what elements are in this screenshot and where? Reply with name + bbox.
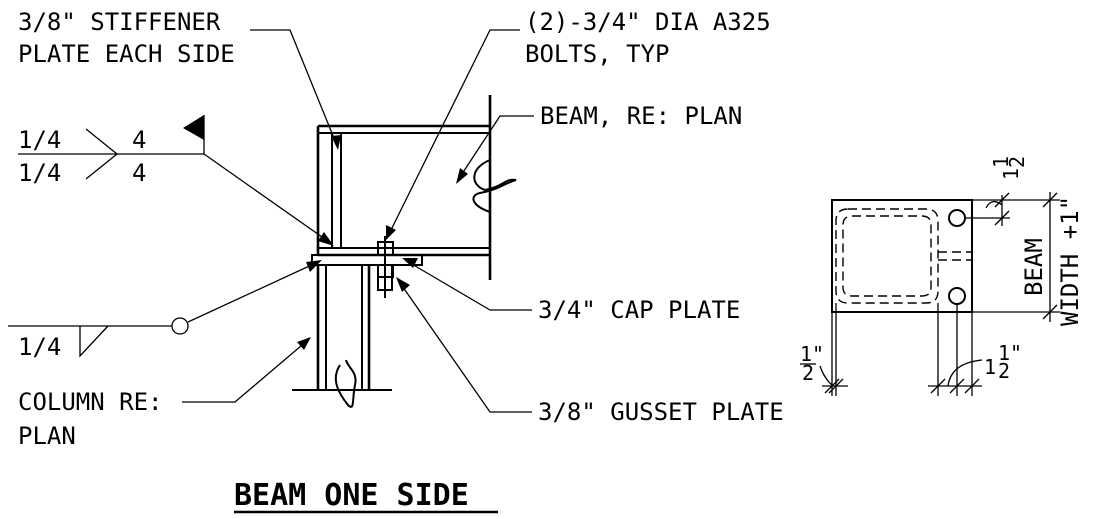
fillet-weld-both-sides xyxy=(85,128,119,180)
dim-tick-bottom xyxy=(1042,304,1058,320)
cap-plate-leader xyxy=(404,259,532,311)
dim-leader-left xyxy=(819,365,834,387)
stiffener-label-line1: 3/8" STIFFENER xyxy=(18,8,221,36)
dim-tick-edge-a xyxy=(994,192,1010,208)
weld-arrow-line-bottom xyxy=(187,261,319,323)
cap-plate-outline xyxy=(831,199,973,313)
weld-arrow-head-bottom xyxy=(306,260,322,272)
dim-tick-bottom-a xyxy=(930,378,946,394)
dim-tick-edge-b xyxy=(994,210,1010,226)
svg-text:1: 1 xyxy=(989,156,1013,168)
stiffener-leader xyxy=(250,29,339,149)
stiffener-label-line2: PLATE EACH SIDE xyxy=(18,40,235,68)
bolts-leader xyxy=(387,29,520,237)
column-leader xyxy=(182,339,309,403)
bolt-hole-upper xyxy=(948,209,966,227)
dim-leader-bottom xyxy=(947,359,983,387)
weld-size-lower: 1/4 xyxy=(18,159,61,187)
dim-tick-left-a xyxy=(824,378,840,394)
field-weld-flag-icon xyxy=(183,115,204,140)
column-break-symbol xyxy=(334,359,357,408)
callouts: 3/8" STIFFENER PLATE EACH SIDE (2)-3/4" … xyxy=(18,8,784,450)
beam-leader-arrow xyxy=(456,168,468,184)
cap-plate-plan-view xyxy=(819,192,1060,396)
weld-size-bottom: 1/4 xyxy=(18,333,61,361)
bolts-label-line1: (2)-3/4" DIA A325 xyxy=(525,8,771,36)
dim-bottom-denominator: 2 xyxy=(998,359,1010,383)
dim-tick-top xyxy=(1042,192,1058,208)
weld-length-lower: 4 xyxy=(132,159,146,187)
bolt-hole-lower xyxy=(948,287,966,305)
column-leader-arrow xyxy=(297,337,311,350)
dim-bottom-whole: 1 xyxy=(984,355,996,379)
gusset-plate-leader-arrow xyxy=(396,277,410,292)
dim-beam-width-line2: WIDTH +1" xyxy=(1056,196,1084,326)
svg-text:2: 2 xyxy=(1005,156,1029,168)
svg-text:1: 1 xyxy=(999,168,1023,180)
dim-beam-width-line1: BEAM xyxy=(1020,238,1048,296)
stiffener-leader-arrow xyxy=(331,135,341,150)
dim-tick-bottom-b xyxy=(949,378,965,394)
dim-edge-top-text: 1 1 2 xyxy=(989,156,1029,180)
beam-label: BEAM, RE: PLAN xyxy=(540,102,742,130)
dim-leader-edge-top xyxy=(985,200,1003,209)
cap-plate-label: 3/4" CAP PLATE xyxy=(538,296,740,324)
column-label-line1: COLUMN RE: xyxy=(18,388,163,416)
column-label-line2: PLAN xyxy=(18,422,76,450)
weld-symbol-bottom xyxy=(8,260,322,358)
bolts-leader-arrow xyxy=(386,225,396,240)
dim-bottom-numerator: 1" xyxy=(998,341,1022,365)
beam-leader xyxy=(457,115,534,181)
cap-plate xyxy=(311,254,423,266)
weld-arrow-head-top xyxy=(318,232,334,246)
weld-all-around-icon xyxy=(171,317,189,335)
weld-arrow-line-top xyxy=(203,153,333,245)
dim-tick-left-b xyxy=(828,378,844,394)
dim-tick-bottom-c xyxy=(964,378,980,394)
gusset-plate-label: 3/8" GUSSET PLATE xyxy=(538,398,784,426)
cap-plate-leader-arrow xyxy=(402,258,418,268)
detail-title: BEAM ONE SIDE xyxy=(234,478,498,514)
dim-left-numerator: 1" xyxy=(800,342,824,366)
column-outline-hidden-outer xyxy=(835,208,939,304)
dimension-texts: 1 1 2 BEAM WIDTH +1" 1" 2 1 1" 2 xyxy=(800,156,1084,385)
beam-column-section xyxy=(292,95,517,408)
detail-title-text: BEAM ONE SIDE xyxy=(234,478,469,513)
bolts-label-line2: BOLTS, TYP xyxy=(525,40,670,68)
weld-length-upper: 4 xyxy=(132,126,146,154)
weld-size-upper: 1/4 xyxy=(18,126,61,154)
dim-left-denominator: 2 xyxy=(802,361,814,385)
leaders xyxy=(182,29,534,413)
column-outline-hidden-inner xyxy=(842,215,932,297)
fillet-weld-arrow-side xyxy=(79,325,109,358)
gusset-plate-leader xyxy=(397,279,532,413)
bolt-nut-lower xyxy=(377,264,394,278)
beam-break-symbol xyxy=(472,159,517,213)
weld-symbol-top xyxy=(18,115,334,246)
weld-texts: 1/4 1/4 4 4 1/4 xyxy=(18,126,146,361)
